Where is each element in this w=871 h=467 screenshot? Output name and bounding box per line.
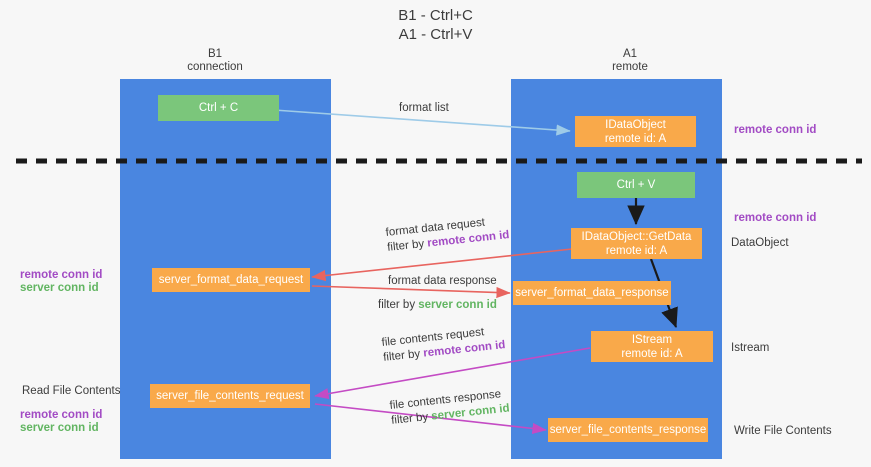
edge-label-format-list: format list <box>399 102 449 114</box>
node-server-file-contents-response-label: server_file_contents_response <box>549 424 707 436</box>
title-line-1: B1 - Ctrl+C <box>398 7 473 24</box>
node-istream-title: IStream <box>631 333 673 346</box>
node-idataobject[interactable]: IDataObject remote id: A <box>575 116 696 147</box>
edge-label-format-data-response: format data response <box>388 275 497 287</box>
title-line-2: A1 - Ctrl+V <box>398 26 473 43</box>
node-ctrl-v-label: Ctrl + V <box>616 179 656 191</box>
column-header-b1: B1 connection <box>140 48 290 74</box>
node-server-format-data-response[interactable]: server_format_data_response <box>513 281 671 305</box>
node-ctrl-c[interactable]: Ctrl + C <box>158 95 279 121</box>
annotation-dataobject: DataObject <box>731 237 789 249</box>
annotation-read-file-contents: Read File Contents <box>22 385 121 397</box>
annotation-left-server-conn-id-bottom: server conn id <box>20 422 99 434</box>
node-server-format-data-response-label: server_format_data_response <box>515 287 669 299</box>
node-server-format-data-request-label: server_format_data_request <box>158 274 304 286</box>
annotation-istream: Istream <box>731 342 770 354</box>
node-getdata-subtitle: remote id: A <box>605 244 668 257</box>
node-istream[interactable]: IStream remote id: A <box>591 331 713 362</box>
edge-label-file-contents-request: file contents request filter by remote c… <box>381 323 506 366</box>
annotation-left-remote-conn-id-mid: remote conn id <box>20 269 103 281</box>
column-header-b1-subtitle: connection <box>187 61 243 73</box>
filter-prefix: filter by <box>378 299 419 311</box>
node-server-file-contents-request[interactable]: server_file_contents_request <box>150 384 310 408</box>
column-header-a1-title: A1 <box>622 48 638 60</box>
node-ctrl-v[interactable]: Ctrl + V <box>577 172 695 198</box>
column-header-a1: A1 remote <box>555 48 705 74</box>
node-server-format-data-request[interactable]: server_format_data_request <box>152 268 310 292</box>
page-title: B1 - Ctrl+C A1 - Ctrl+V <box>0 6 871 44</box>
filter-prefix: filter by <box>382 347 424 364</box>
edge-label-format-data-response-filter: filter by server conn id <box>378 298 497 313</box>
node-ctrl-c-label: Ctrl + C <box>198 102 239 114</box>
filter-prefix: filter by <box>390 410 432 427</box>
node-getdata-title: IDataObject::GetData <box>581 230 692 243</box>
edge-label-file-contents-response: file contents response filter by server … <box>389 387 510 429</box>
annotation-write-file-contents: Write File Contents <box>734 425 832 437</box>
node-idataobject-title: IDataObject <box>605 118 666 131</box>
edge-label-format-data-request: format data request filter by remote con… <box>385 213 510 256</box>
annotation-left-remote-conn-id-bottom: remote conn id <box>20 409 103 421</box>
node-server-file-contents-response[interactable]: server_file_contents_response <box>548 418 708 442</box>
column-header-a1-subtitle: remote <box>612 61 648 73</box>
column-header-b1-title: B1 <box>207 48 223 60</box>
annotation-left-server-conn-id-mid: server conn id <box>20 282 99 294</box>
annotation-remote-conn-id-top: remote conn id <box>734 124 817 136</box>
filter-key-server-conn-id: server conn id <box>418 299 497 311</box>
annotation-remote-conn-id-mid: remote conn id <box>734 212 817 224</box>
node-server-file-contents-request-label: server_file_contents_request <box>156 390 304 402</box>
node-idataobject-subtitle: remote id: A <box>604 132 667 145</box>
filter-prefix: filter by <box>386 237 428 254</box>
node-istream-subtitle: remote id: A <box>621 347 683 360</box>
node-idataobject-getdata[interactable]: IDataObject::GetData remote id: A <box>571 228 702 259</box>
